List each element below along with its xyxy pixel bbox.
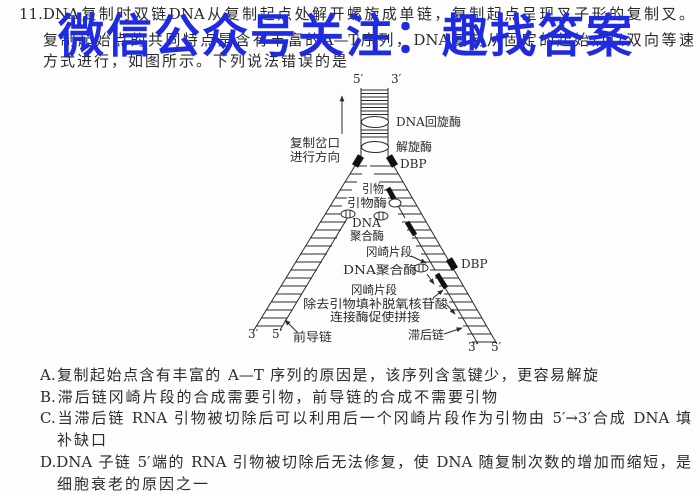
dbp-right-icon	[445, 257, 459, 271]
dna-polymerase-lagging-2-icon	[413, 263, 429, 273]
question-stem-line-3: 方式进行，如图所示。下列说法错误的是	[43, 52, 350, 70]
label-fork-direction-2: 进行方向	[290, 149, 340, 164]
arrow-okazaki-2-icon	[432, 289, 444, 299]
label-dna-polymerase-1b: 聚合酶	[350, 228, 384, 243]
label-bottom-right-3prime: 3′	[468, 340, 479, 354]
label-dna-polymerase-1a: DNA	[352, 216, 381, 230]
label-primase: 引物酶	[347, 195, 387, 210]
label-dna-polymerase-2: DNA聚合酶	[343, 262, 417, 277]
label-helicase: 解旋酶	[396, 139, 432, 154]
label-dna-gyrase: DNA回旋酶	[396, 114, 461, 129]
rna-primer-3-icon	[434, 272, 449, 290]
arrow-lagging-strand-icon	[443, 327, 463, 335]
option-c-line-1: C.当滞后链 RNA 引物被切除后可以利用后一个冈崎片段作为引物由 5′→3′合…	[40, 409, 691, 427]
option-d-line-1: D.DNA 子链 5′端的 RNA 引物被切除后无法修复，使 DNA 随复制次数…	[40, 453, 691, 471]
primase-icon	[388, 198, 402, 208]
arrow-polymerase-2-icon	[426, 273, 435, 285]
option-a: A.复制起始点含有丰富的 A—T 序列的原因是，该序列含氢键少，更容易解旋	[40, 366, 598, 384]
dbp-top-right-icon	[385, 154, 399, 168]
leading-strand-arm	[253, 155, 367, 331]
label-ligase-step: 连接酶促使拼接	[330, 309, 420, 324]
question-stem-line-2: 复制起始点的共同特点是含有丰富的A—T序列，DNA复制从固定的起始点以双向等速	[43, 31, 694, 49]
dna-polymerase-leading-icon	[340, 209, 356, 219]
dbp-left-icon	[351, 154, 365, 168]
label-okazaki-fragment-1: 冈崎片段	[366, 244, 412, 259]
rna-primer-1-icon	[385, 186, 397, 201]
arrow-fill-gap-icon	[446, 304, 456, 315]
helicase-icon	[361, 141, 389, 153]
dna-gyrase-icon	[361, 116, 389, 128]
label-leading-strand: 前导链	[293, 329, 332, 344]
label-bottom-left-3prime: 3′	[248, 327, 259, 341]
label-remove-primer-step: 除去引物填补脱氧核苷酸	[303, 296, 448, 311]
label-okazaki-fragment-2: 冈崎片段	[351, 282, 397, 297]
arrow-okazaki-1-icon	[410, 255, 427, 264]
question-stem-line-1: 11.DNA复制时双链DNA从复制起点处解开螺旋成单链，复制起点呈现叉子形的复制…	[19, 5, 694, 23]
label-lagging-strand: 滞后链	[408, 327, 444, 342]
label-dbp-top: DBP	[400, 157, 427, 171]
label-dbp-right: DBP	[461, 257, 488, 271]
option-c-line-2: 补缺口	[57, 431, 109, 449]
option-d-line-2: 细胞衰老的原因之一	[57, 475, 211, 493]
label-primer: 引物	[362, 182, 384, 196]
label-top-3prime: 3′	[391, 72, 402, 86]
arrow-leading-strand-icon	[284, 319, 298, 333]
rna-primer-2-icon	[404, 220, 418, 237]
label-fork-direction-1: 复制岔口	[290, 136, 340, 150]
label-top-5prime: 5′	[353, 72, 364, 86]
label-bottom-left-5prime: 5′	[272, 327, 283, 341]
label-bottom-right-5prime: 5′	[491, 340, 502, 354]
dna-polymerase-lagging-1-icon	[373, 211, 389, 221]
option-b: B.滞后链冈崎片段的合成需要引物，前导链的合成不需要引物	[40, 388, 497, 406]
watermark-overlay: 微信公众号关注：趣找答案	[58, 9, 634, 63]
